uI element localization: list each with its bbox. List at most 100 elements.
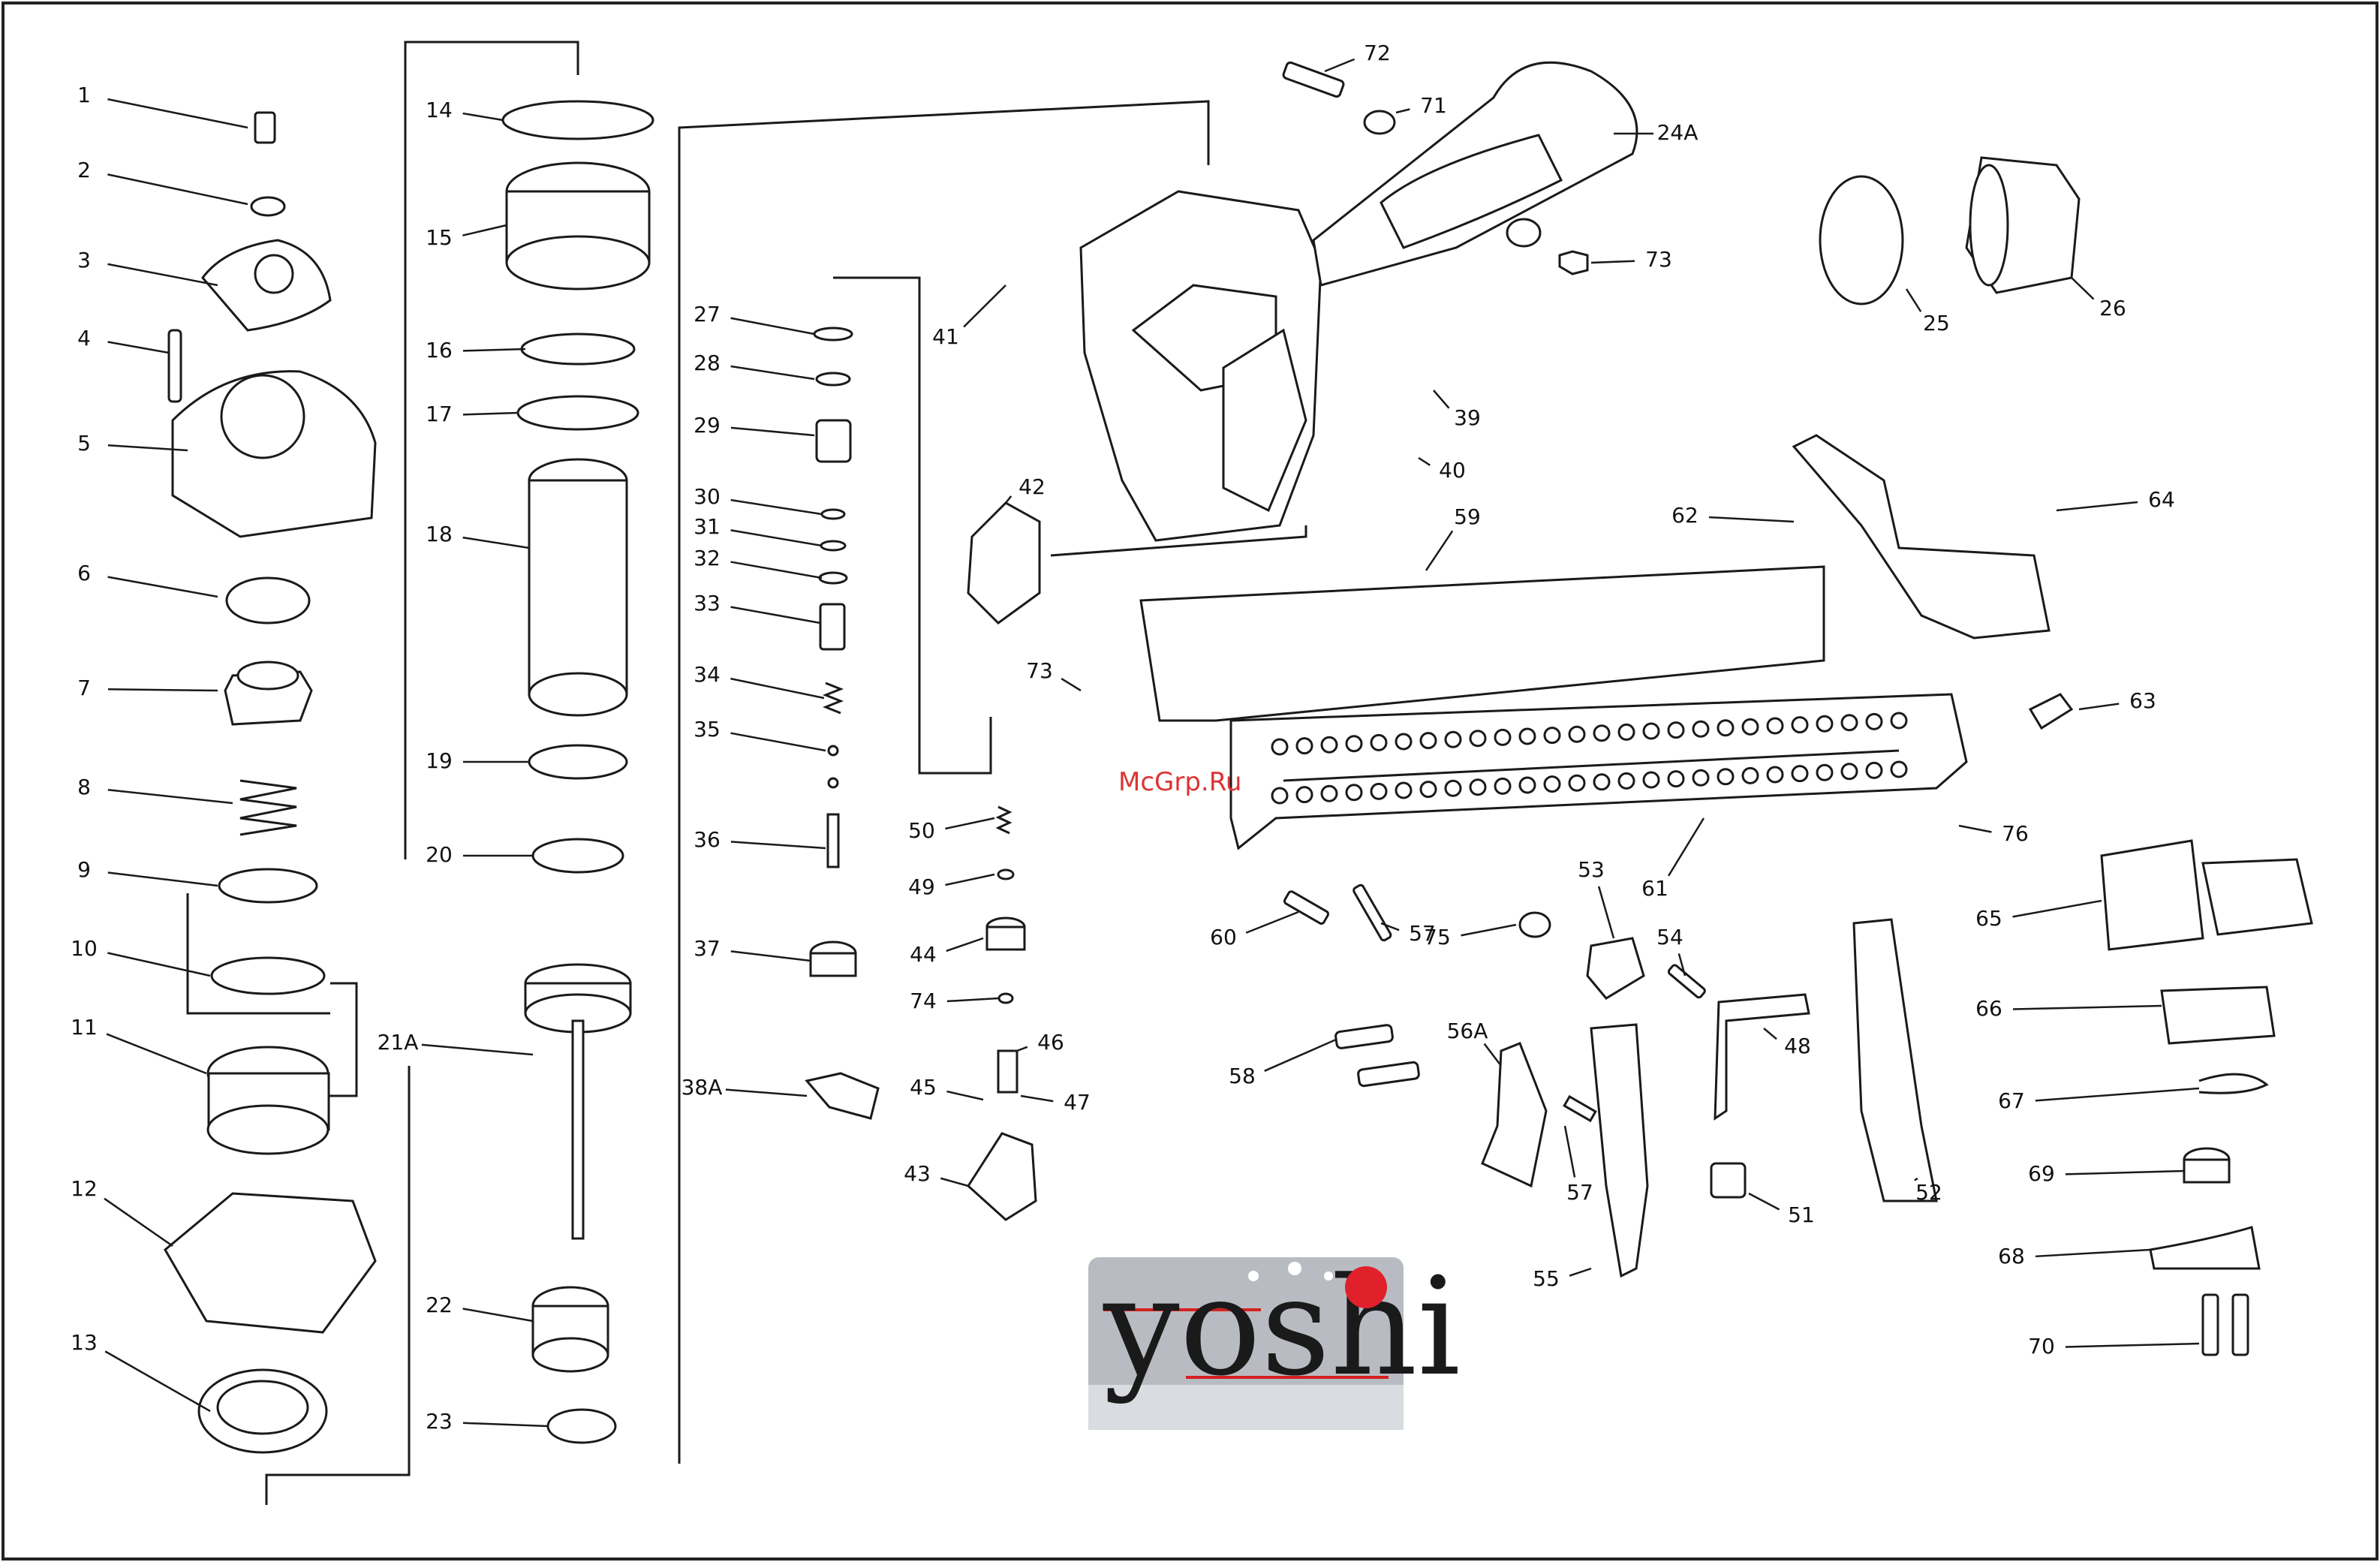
callout-label-18: 18 — [426, 522, 453, 546]
leader-line — [947, 998, 998, 1001]
leader-line — [1461, 925, 1516, 935]
callout-label-17: 17 — [426, 402, 453, 426]
leader-line — [1006, 496, 1011, 503]
callout-label-63: 63 — [2129, 688, 2156, 713]
leader-line — [1017, 1047, 1028, 1051]
leader-line — [1021, 1096, 1053, 1101]
callout-label-20: 20 — [426, 842, 453, 867]
leader-line — [1061, 679, 1081, 691]
callout-label-39: 39 — [1454, 405, 1481, 430]
callout-label-16: 16 — [426, 338, 453, 363]
callout-label-75: 75 — [1424, 925, 1451, 950]
callout-label-50: 50 — [908, 818, 935, 843]
callout-label-32: 32 — [694, 546, 721, 570]
callout-label-76: 76 — [2002, 821, 2029, 846]
callout-label-3: 3 — [77, 248, 91, 272]
callout-label-51: 51 — [1788, 1202, 1815, 1227]
callout-label-38a: 38A — [682, 1075, 723, 1100]
callout-label-72: 72 — [1364, 41, 1391, 65]
leader-line — [107, 953, 210, 976]
leader-line — [107, 1034, 206, 1073]
leader-line — [726, 1090, 807, 1096]
callout-label-71: 71 — [1420, 93, 1447, 118]
callout-label-14: 14 — [426, 98, 453, 122]
leader-line — [463, 349, 525, 351]
callout-label-34: 34 — [694, 662, 721, 687]
leader-line — [731, 366, 814, 379]
callout-label-49: 49 — [908, 874, 935, 899]
callout-label-37: 37 — [694, 936, 721, 961]
leader-line — [1246, 912, 1298, 933]
watermark: McGrp.Ru — [1118, 767, 1241, 797]
callout-label-13: 13 — [71, 1330, 98, 1355]
callout-label-12: 12 — [71, 1176, 98, 1201]
callout-label-41: 41 — [932, 324, 959, 349]
callout-label-6: 6 — [77, 561, 91, 585]
leader-line — [945, 874, 994, 885]
callout-label-8: 8 — [77, 775, 91, 799]
callout-label-59: 59 — [1454, 504, 1481, 529]
callout-label-42: 42 — [1018, 474, 1046, 499]
leader-line — [108, 577, 218, 597]
callout-label-56a: 56A — [1447, 1019, 1488, 1043]
leader-line — [1599, 886, 1614, 938]
callout-label-73: 73 — [1026, 658, 1053, 683]
leader-line — [1325, 59, 1355, 71]
callout-label-26: 26 — [2099, 296, 2126, 321]
callout-label-24a: 24A — [1657, 120, 1698, 145]
callout-label-29: 29 — [694, 413, 721, 438]
callout-label-5: 5 — [77, 431, 91, 456]
callout-label-2: 2 — [77, 158, 91, 182]
leader-line — [2035, 1250, 2150, 1257]
logo-text: yoshi — [1103, 1249, 1461, 1406]
leader-line — [1396, 109, 1410, 113]
leader-line — [940, 1178, 968, 1186]
leader-line — [108, 689, 218, 691]
leader-line — [730, 679, 824, 698]
leader-line — [2013, 901, 2102, 916]
callout-label-53: 53 — [1578, 857, 1605, 882]
callout-label-45: 45 — [910, 1075, 937, 1100]
leader-line — [2013, 1006, 2162, 1010]
leader-line — [107, 264, 218, 285]
callout-label-66: 66 — [1975, 996, 2002, 1021]
leader-line — [108, 790, 233, 803]
leader-line — [1569, 1269, 1591, 1276]
callout-label-25: 25 — [1923, 311, 1950, 336]
callout-label-9: 9 — [77, 857, 91, 882]
leader-line — [108, 342, 169, 353]
callout-label-60: 60 — [1210, 925, 1237, 950]
leader-line — [1485, 1044, 1501, 1066]
leader-line — [1591, 261, 1635, 263]
callout-label-19: 19 — [426, 748, 453, 773]
callout-label-47: 47 — [1064, 1090, 1091, 1115]
leader-line — [731, 841, 826, 848]
leader-line — [731, 733, 826, 751]
leader-line — [2057, 502, 2138, 510]
callout-label-22: 22 — [426, 1293, 453, 1317]
callout-label-70: 70 — [2028, 1334, 2055, 1359]
leader-line — [946, 1091, 983, 1100]
leader-line — [1764, 1028, 1777, 1039]
leader-line — [1749, 1193, 1780, 1209]
leader-line — [463, 1308, 533, 1321]
callout-label-11: 11 — [71, 1015, 98, 1040]
callout-label-55: 55 — [1533, 1266, 1560, 1291]
leader-line — [422, 1045, 533, 1055]
callout-label-23: 23 — [426, 1409, 453, 1434]
leader-line — [463, 1423, 548, 1426]
callout-label-36: 36 — [694, 827, 721, 852]
callout-label-44: 44 — [910, 942, 937, 967]
callout-label-1: 1 — [77, 83, 91, 107]
leader-line — [731, 428, 814, 435]
callout-label-61: 61 — [1641, 876, 1668, 901]
leader-line — [1565, 1126, 1575, 1178]
callout-label-4: 4 — [77, 326, 91, 351]
leader-line — [2079, 704, 2119, 709]
callout-label-73: 73 — [1645, 247, 1672, 272]
leader-line — [1434, 390, 1449, 408]
leader-line — [731, 318, 814, 334]
leader-line — [1426, 531, 1452, 570]
callout-label-21a: 21A — [378, 1030, 419, 1055]
